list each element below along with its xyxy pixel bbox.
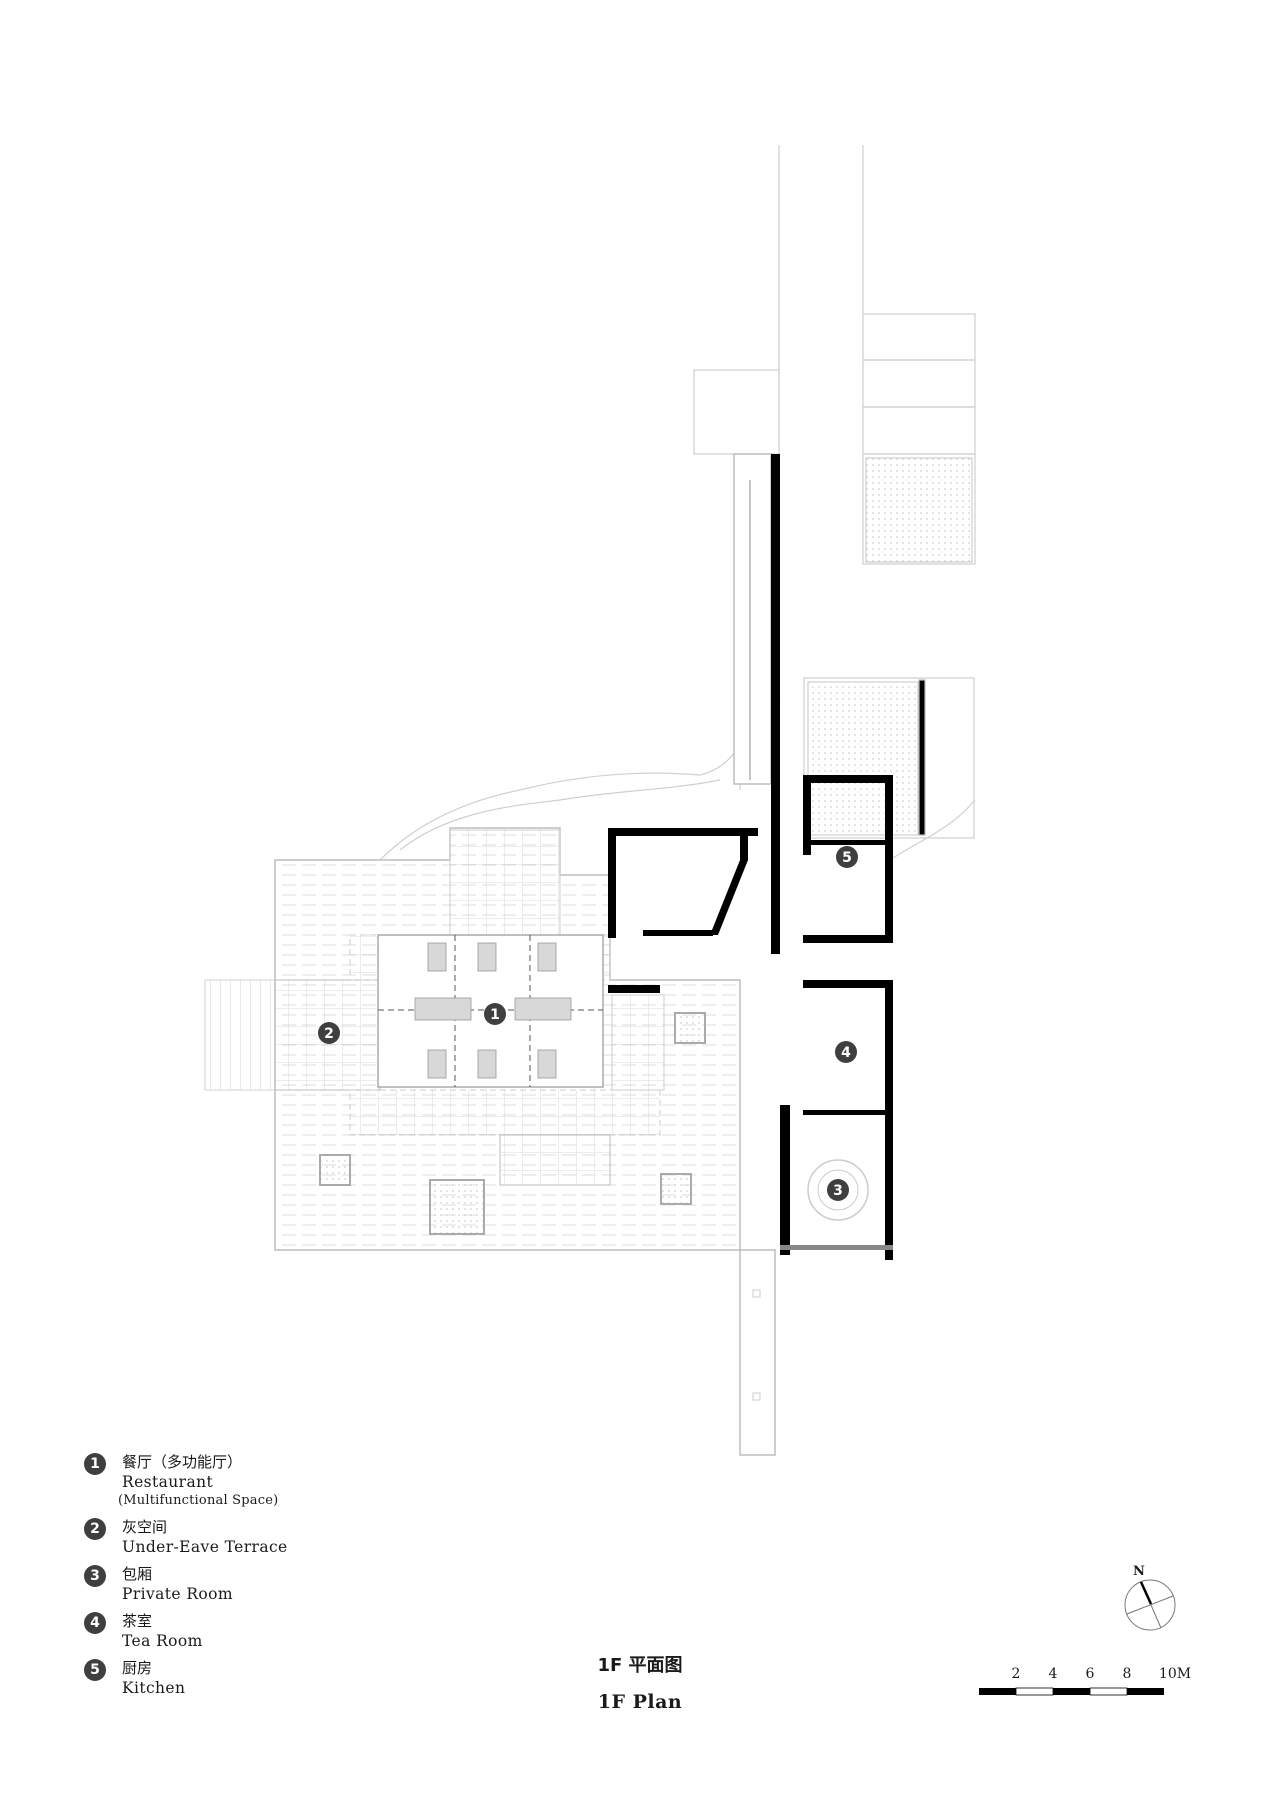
svg-text:3: 3 [833, 1183, 843, 1199]
walls [608, 775, 893, 1260]
legend-label-en: Private Room [122, 1585, 233, 1603]
legend-label-zh: 灰空间 [122, 1518, 168, 1536]
room-marker-3: 3 [827, 1179, 849, 1201]
room-marker-2: 2 [318, 1022, 340, 1044]
site-context [379, 145, 976, 861]
svg-text:4: 4 [841, 1045, 851, 1061]
scale-tick-label: 6 [1085, 1666, 1095, 1682]
legend-label-zh: 餐厅（多功能厅） [122, 1453, 243, 1471]
legend-number-badge: 2 [84, 1518, 106, 1540]
svg-text:5: 5 [842, 850, 852, 866]
room-marker-1: 1 [484, 1003, 506, 1025]
drawing-title-en: 1F Plan [597, 1691, 683, 1713]
legend-label-en: Tea Room [122, 1632, 203, 1650]
legend-label-en: Kitchen [122, 1679, 186, 1697]
legend-item-kitchen: 5 厨房 Kitchen [84, 1658, 404, 1698]
legend-number-badge: 1 [84, 1453, 106, 1475]
room-markers: 1 2 3 4 5 [318, 846, 858, 1201]
north-label: N [1133, 1564, 1145, 1579]
north-arrow-icon [1124, 1579, 1176, 1631]
legend-number-badge: 5 [84, 1659, 106, 1681]
legend-label-zh: 厨房 [122, 1659, 153, 1677]
room-marker-4: 4 [835, 1041, 857, 1063]
scale-tick-label: 10M [1158, 1666, 1192, 1682]
svg-text:2: 2 [324, 1026, 334, 1042]
legend-label-sub: (Multifunctional Space) [118, 1493, 279, 1508]
legend-number-badge: 4 [84, 1612, 106, 1634]
room-marker-5: 5 [836, 846, 858, 868]
legend-label-zh: 包厢 [122, 1565, 153, 1583]
drawing-title: 1F 平面图 1F Plan [540, 1654, 740, 1714]
scale-bar [979, 1687, 1164, 1696]
legend-label-en: Restaurant [122, 1473, 214, 1491]
scale-tick-label: 8 [1122, 1666, 1132, 1682]
legend-item-tea-room: 4 茶室 Tea Room [84, 1611, 404, 1651]
legend-item-terrace: 2 灰空间 Under-Eave Terrace [84, 1517, 404, 1557]
legend-number-badge: 3 [84, 1565, 106, 1587]
legend-label-en: Under-Eave Terrace [122, 1538, 288, 1556]
legend: 1 餐厅（多功能厅） Restaurant (Multifunctional S… [84, 1452, 404, 1705]
legend-item-private-room: 3 包厢 Private Room [84, 1564, 404, 1604]
legend-label-zh: 茶室 [122, 1612, 153, 1630]
legend-item-restaurant: 1 餐厅（多功能厅） Restaurant (Multifunctional S… [84, 1452, 404, 1510]
svg-text:1: 1 [490, 1007, 500, 1023]
scale-tick-label: 2 [1011, 1666, 1021, 1682]
drawing-title-zh: 1F 平面图 [597, 1655, 683, 1676]
scale-tick-label: 4 [1048, 1666, 1058, 1682]
